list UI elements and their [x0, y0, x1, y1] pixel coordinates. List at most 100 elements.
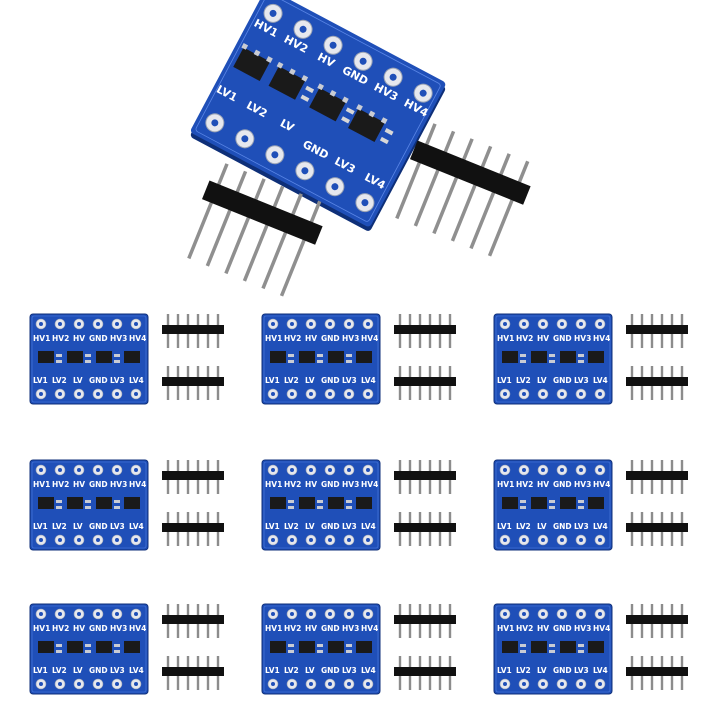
small-board-top-label: HV4	[361, 480, 378, 489]
small-board-bottom-label: GND	[553, 376, 572, 385]
small-board-bottom-label: LV1	[33, 376, 48, 385]
small-board-bottom-label: LV4	[593, 376, 608, 385]
small-board-bottom-label: LV3	[110, 666, 125, 675]
small-board-bottom-label: LV3	[342, 376, 357, 385]
small-board	[261, 603, 381, 695]
small-board-top-label: HV4	[593, 624, 610, 633]
small-board-bottom-label: LV	[537, 522, 547, 531]
small-board-top-label: HV2	[284, 334, 301, 343]
small-header-lower	[392, 654, 458, 692]
small-board-bottom-label: LV	[73, 522, 83, 531]
small-board-bottom-label: LV3	[574, 376, 589, 385]
small-board-top-label: HV2	[516, 334, 533, 343]
small-board-bottom-label: LV2	[52, 666, 67, 675]
small-header-upper	[624, 458, 690, 496]
small-board-top-label: HV1	[265, 624, 282, 633]
small-header-lower	[392, 364, 458, 402]
small-board-bottom-label: LV3	[110, 522, 125, 531]
small-board-top-label: HV1	[265, 334, 282, 343]
small-board-bottom-label: GND	[321, 522, 340, 531]
small-board-top-label: HV	[537, 334, 549, 343]
small-board-bottom-label: LV3	[342, 522, 357, 531]
small-board-top-label: HV1	[33, 624, 50, 633]
small-board-bottom-label: LV1	[497, 522, 512, 531]
small-board-bottom-label: LV2	[52, 376, 67, 385]
small-board-bottom-label: LV2	[516, 666, 531, 675]
small-header-lower	[160, 364, 226, 402]
small-board	[29, 603, 149, 695]
small-board-bottom-label: LV4	[593, 522, 608, 531]
small-board-top-label: HV3	[574, 334, 591, 343]
small-board-bottom-label: LV4	[361, 376, 376, 385]
small-header-upper	[624, 312, 690, 350]
small-header-upper	[160, 602, 226, 640]
small-board-top-label: HV1	[497, 624, 514, 633]
small-board	[493, 313, 613, 405]
small-header-lower	[624, 510, 690, 548]
small-header-upper	[624, 602, 690, 640]
small-board-top-label: HV4	[129, 334, 146, 343]
small-board-top-label: GND	[321, 334, 340, 343]
small-board-top-label: HV2	[516, 624, 533, 633]
small-board-top-label: HV3	[110, 480, 127, 489]
small-header-upper	[392, 602, 458, 640]
small-board-top-label: HV2	[516, 480, 533, 489]
small-board	[29, 459, 149, 551]
small-board-bottom-label: LV1	[265, 522, 280, 531]
small-board-bottom-label: LV4	[361, 666, 376, 675]
small-board-top-label: HV3	[342, 480, 359, 489]
small-board-bottom-label: LV1	[497, 376, 512, 385]
small-board-bottom-label: LV	[73, 376, 83, 385]
small-board-bottom-label: GND	[89, 522, 108, 531]
large-header-right	[395, 123, 531, 257]
small-board-bottom-label: LV	[305, 376, 315, 385]
small-board-top-label: HV	[537, 480, 549, 489]
small-board-top-label: HV3	[110, 624, 127, 633]
small-board	[493, 603, 613, 695]
small-board-top-label: HV	[73, 480, 85, 489]
small-header-upper	[160, 312, 226, 350]
small-board-top-label: HV3	[342, 624, 359, 633]
small-header-upper	[392, 458, 458, 496]
small-board-top-label: HV2	[52, 334, 69, 343]
small-board-bottom-label: LV4	[129, 522, 144, 531]
small-board-bottom-label: LV	[305, 522, 315, 531]
small-board-bottom-label: LV	[305, 666, 315, 675]
small-board-bottom-label: GND	[553, 666, 572, 675]
small-board-bottom-label: LV2	[284, 522, 299, 531]
small-board-bottom-label: GND	[321, 666, 340, 675]
large-board: HV1 HV2 HV GND HV3 HV4	[190, 0, 446, 231]
small-board-top-label: GND	[89, 334, 108, 343]
small-board-bottom-label: GND	[553, 522, 572, 531]
small-board-top-label: HV2	[284, 480, 301, 489]
small-board-bottom-label: LV4	[593, 666, 608, 675]
small-board-bottom-label: LV2	[284, 666, 299, 675]
small-board-top-label: HV	[305, 480, 317, 489]
small-board-top-label: HV2	[52, 480, 69, 489]
small-board-top-label: HV3	[574, 480, 591, 489]
label-lv: LV	[278, 117, 297, 135]
small-board-top-label: HV1	[497, 480, 514, 489]
small-board-top-label: HV4	[593, 334, 610, 343]
small-board-top-label: GND	[553, 334, 572, 343]
small-board	[493, 459, 613, 551]
small-board-bottom-label: LV	[537, 666, 547, 675]
small-board-bottom-label: LV2	[284, 376, 299, 385]
small-board-top-label: HV4	[361, 334, 378, 343]
small-board-bottom-label: LV4	[129, 666, 144, 675]
small-board-top-label: HV	[305, 624, 317, 633]
small-board-top-label: HV	[537, 624, 549, 633]
small-board-bottom-label: LV3	[574, 666, 589, 675]
small-board-top-label: GND	[89, 480, 108, 489]
small-board-bottom-label: LV	[537, 376, 547, 385]
small-board-top-label: GND	[89, 624, 108, 633]
small-board-bottom-label: LV3	[110, 376, 125, 385]
small-board-top-label: HV2	[52, 624, 69, 633]
